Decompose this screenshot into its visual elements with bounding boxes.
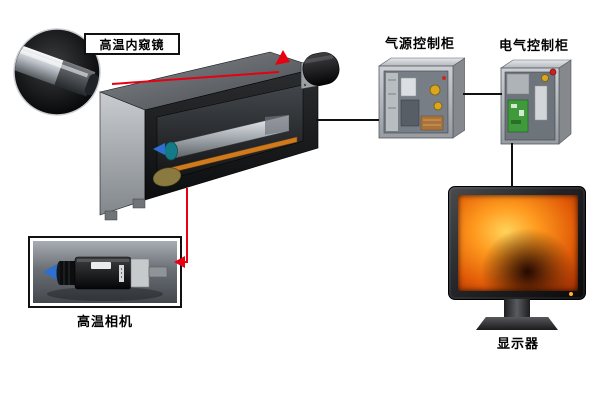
- indicator-lamp: [442, 76, 446, 80]
- drive-motor: [152, 167, 182, 187]
- air-cabinet-label: 气源控制柜: [375, 33, 465, 52]
- cylinder-end-cap: [164, 141, 178, 161]
- machine-left-face: [99, 91, 146, 216]
- camera-photo-frame: [28, 236, 182, 308]
- pressure-gauge: [433, 101, 443, 111]
- copper-piping: [420, 115, 444, 131]
- camera-label-text: 高温相机: [76, 314, 133, 329]
- monitor-bezel: [448, 186, 586, 300]
- camera-label: 高温相机: [28, 311, 182, 330]
- cabinet-side: [558, 59, 572, 145]
- machine-housing: [99, 51, 340, 221]
- power-led: [569, 292, 573, 296]
- camera-photo: [33, 241, 177, 303]
- wiring-duct: [534, 85, 548, 121]
- cabinet-side: [452, 57, 465, 139]
- valve-module: [400, 77, 417, 97]
- cable: [148, 266, 168, 278]
- endoscope-label-text: 高温内窥镜: [99, 37, 165, 52]
- monitor: [448, 186, 588, 338]
- connector-block: [130, 258, 150, 288]
- machine-foot: [104, 210, 118, 221]
- indicator-lamp: [541, 74, 549, 82]
- electric-cabinet-label-text: 电气控制柜: [498, 38, 569, 53]
- monitor-neck: [504, 299, 530, 319]
- camera-shadow: [47, 287, 163, 301]
- pressure-gauge: [429, 84, 441, 96]
- monitor-base: [476, 317, 558, 330]
- lens-barrel: [60, 261, 75, 285]
- exit-tube: [302, 52, 340, 86]
- endoscope-label: 高温内窥镜: [84, 33, 180, 55]
- monitor-label-text: 显示器: [496, 336, 539, 351]
- monitor-label: 显示器: [448, 333, 588, 352]
- din-rail: [386, 73, 398, 131]
- terminal-panel: [506, 73, 530, 95]
- endoscope-photo: [13, 28, 101, 116]
- brand-plate: [91, 262, 111, 269]
- electric-cabinet-photo: [500, 59, 572, 145]
- electric-cabinet-label: 电气控制柜: [493, 35, 575, 54]
- furnace-dark-spot: [458, 195, 578, 291]
- blue-arrow-icon: [43, 264, 57, 280]
- blue-arrow-icon: [153, 143, 165, 155]
- air-cabinet-photo: [378, 57, 465, 139]
- emergency-button: [549, 68, 557, 76]
- regulator-module: [400, 99, 420, 127]
- machine-foot: [132, 198, 146, 209]
- cylinder-band: [265, 115, 289, 135]
- monitor-screen: [458, 195, 578, 291]
- cabinet-top: [378, 57, 465, 67]
- air-cabinet-label-text: 气源控制柜: [384, 36, 455, 51]
